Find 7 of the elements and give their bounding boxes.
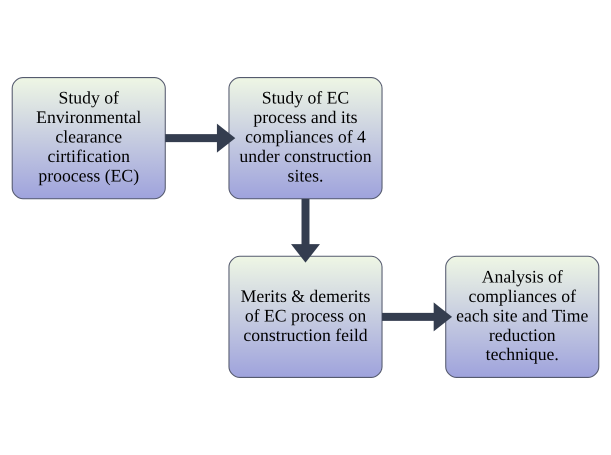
arrow	[291, 198, 320, 263]
arrow	[382, 302, 452, 332]
node-box: Merits & demerits of EC process on construction feild	[228, 256, 383, 378]
node-box: Study of Environmental clearance cirtification proocess (EC)	[12, 77, 166, 200]
node-box: Analysis of compliances of each site and Time reduction technique.	[445, 256, 600, 378]
node-box: Study of EC process and its compliances of 4 under construction sites.	[228, 77, 383, 200]
arrow	[165, 124, 236, 153]
